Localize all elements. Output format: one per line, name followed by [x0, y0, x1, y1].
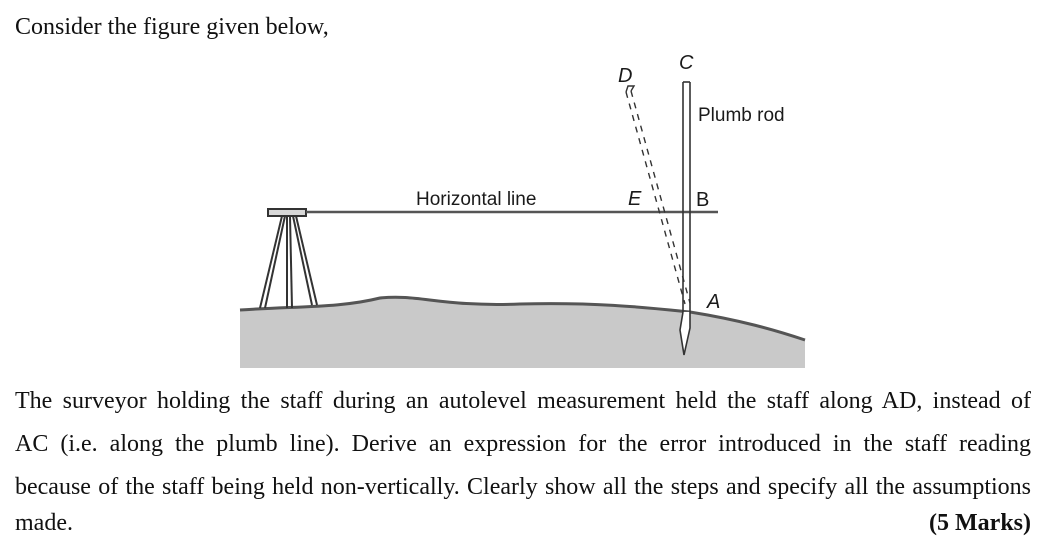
point-a-label: A [706, 291, 720, 313]
inclined-staff [625, 90, 691, 305]
question-last-row: made. (5 Marks) [15, 510, 1031, 546]
question-text: The surveyor holding the staff during an… [15, 380, 1031, 509]
point-e-label: E [628, 188, 642, 210]
tripod [259, 208, 318, 309]
marks-label: (5 Marks) [929, 510, 1031, 536]
question-line-1: The surveyor holding the staff during an… [15, 388, 1031, 414]
point-c-label: C [679, 52, 694, 74]
question-line-2: AC (i.e. along the plumb line). Derive a… [15, 431, 1031, 457]
ground-outline [239, 295, 806, 342]
plumb-rod-label: Plumb rod [698, 105, 785, 126]
horizontal-line-label: Horizontal line [416, 189, 536, 210]
intro-text: Consider the figure given below, [15, 14, 329, 40]
question-line-3: because of the staff being held non-vert… [15, 474, 1031, 500]
plumb-rod [679, 81, 691, 356]
ground [240, 297, 805, 368]
staff-top [625, 85, 636, 93]
point-d-label: D [618, 65, 632, 87]
question-line-4: made. [15, 510, 73, 536]
point-b-label: B [696, 189, 709, 211]
